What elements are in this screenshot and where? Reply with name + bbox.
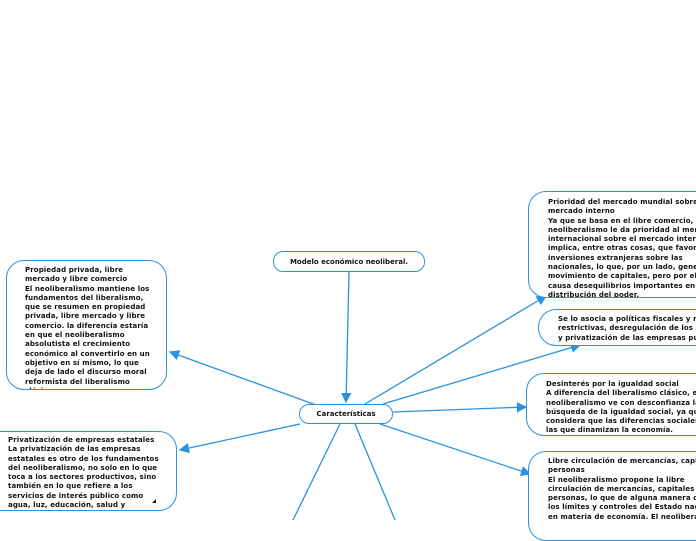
connector-down2 (354, 423, 396, 520)
node-text: Desinterés por la igualdad social A dife… (546, 380, 696, 435)
node-desinteres-igualdad[interactable]: Desinterés por la igualdad social A dife… (526, 373, 696, 436)
connector-right3 (392, 402, 528, 413)
node-text: Propiedad privada, libre mercado y libre… (25, 266, 150, 389)
connector-left1 (168, 350, 317, 406)
central-label: Características (316, 410, 376, 418)
connector-down1 (292, 423, 341, 520)
main-topic-label: Modelo económico neoliberal. (289, 257, 409, 266)
connectors (168, 271, 582, 520)
node-privatizacion[interactable]: Privatización de empresas estatales La p… (0, 431, 177, 511)
node-prioridad-mercado[interactable]: Prioridad del mercado mundial sobre e me… (528, 191, 696, 298)
connector-left2 (178, 423, 301, 454)
main-topic-node[interactable]: Modelo económico neoliberal. (273, 251, 425, 272)
connector-right1 (364, 295, 548, 405)
central-node[interactable]: Características (299, 404, 393, 424)
node-text: Se lo asocia a políticas fiscales y me r… (558, 315, 696, 342)
node-propiedad-privada[interactable]: Propiedad privada, libre mercado y libre… (6, 260, 167, 390)
node-text: Prioridad del mercado mundial sobre e me… (548, 198, 696, 298)
node-text: Libre circulación de mercancías, capita … (548, 457, 696, 521)
node-politicas-fiscales[interactable]: Se lo asocia a políticas fiscales y me r… (538, 309, 696, 346)
node-text: Privatización de empresas estatales La p… (8, 436, 159, 510)
resize-handle-icon[interactable] (152, 499, 156, 503)
connector-main (341, 271, 352, 404)
node-libre-circulacion[interactable]: Libre circulación de mercancías, capita … (528, 451, 696, 541)
connector-right4 (379, 423, 532, 477)
connector-right2 (382, 342, 582, 405)
